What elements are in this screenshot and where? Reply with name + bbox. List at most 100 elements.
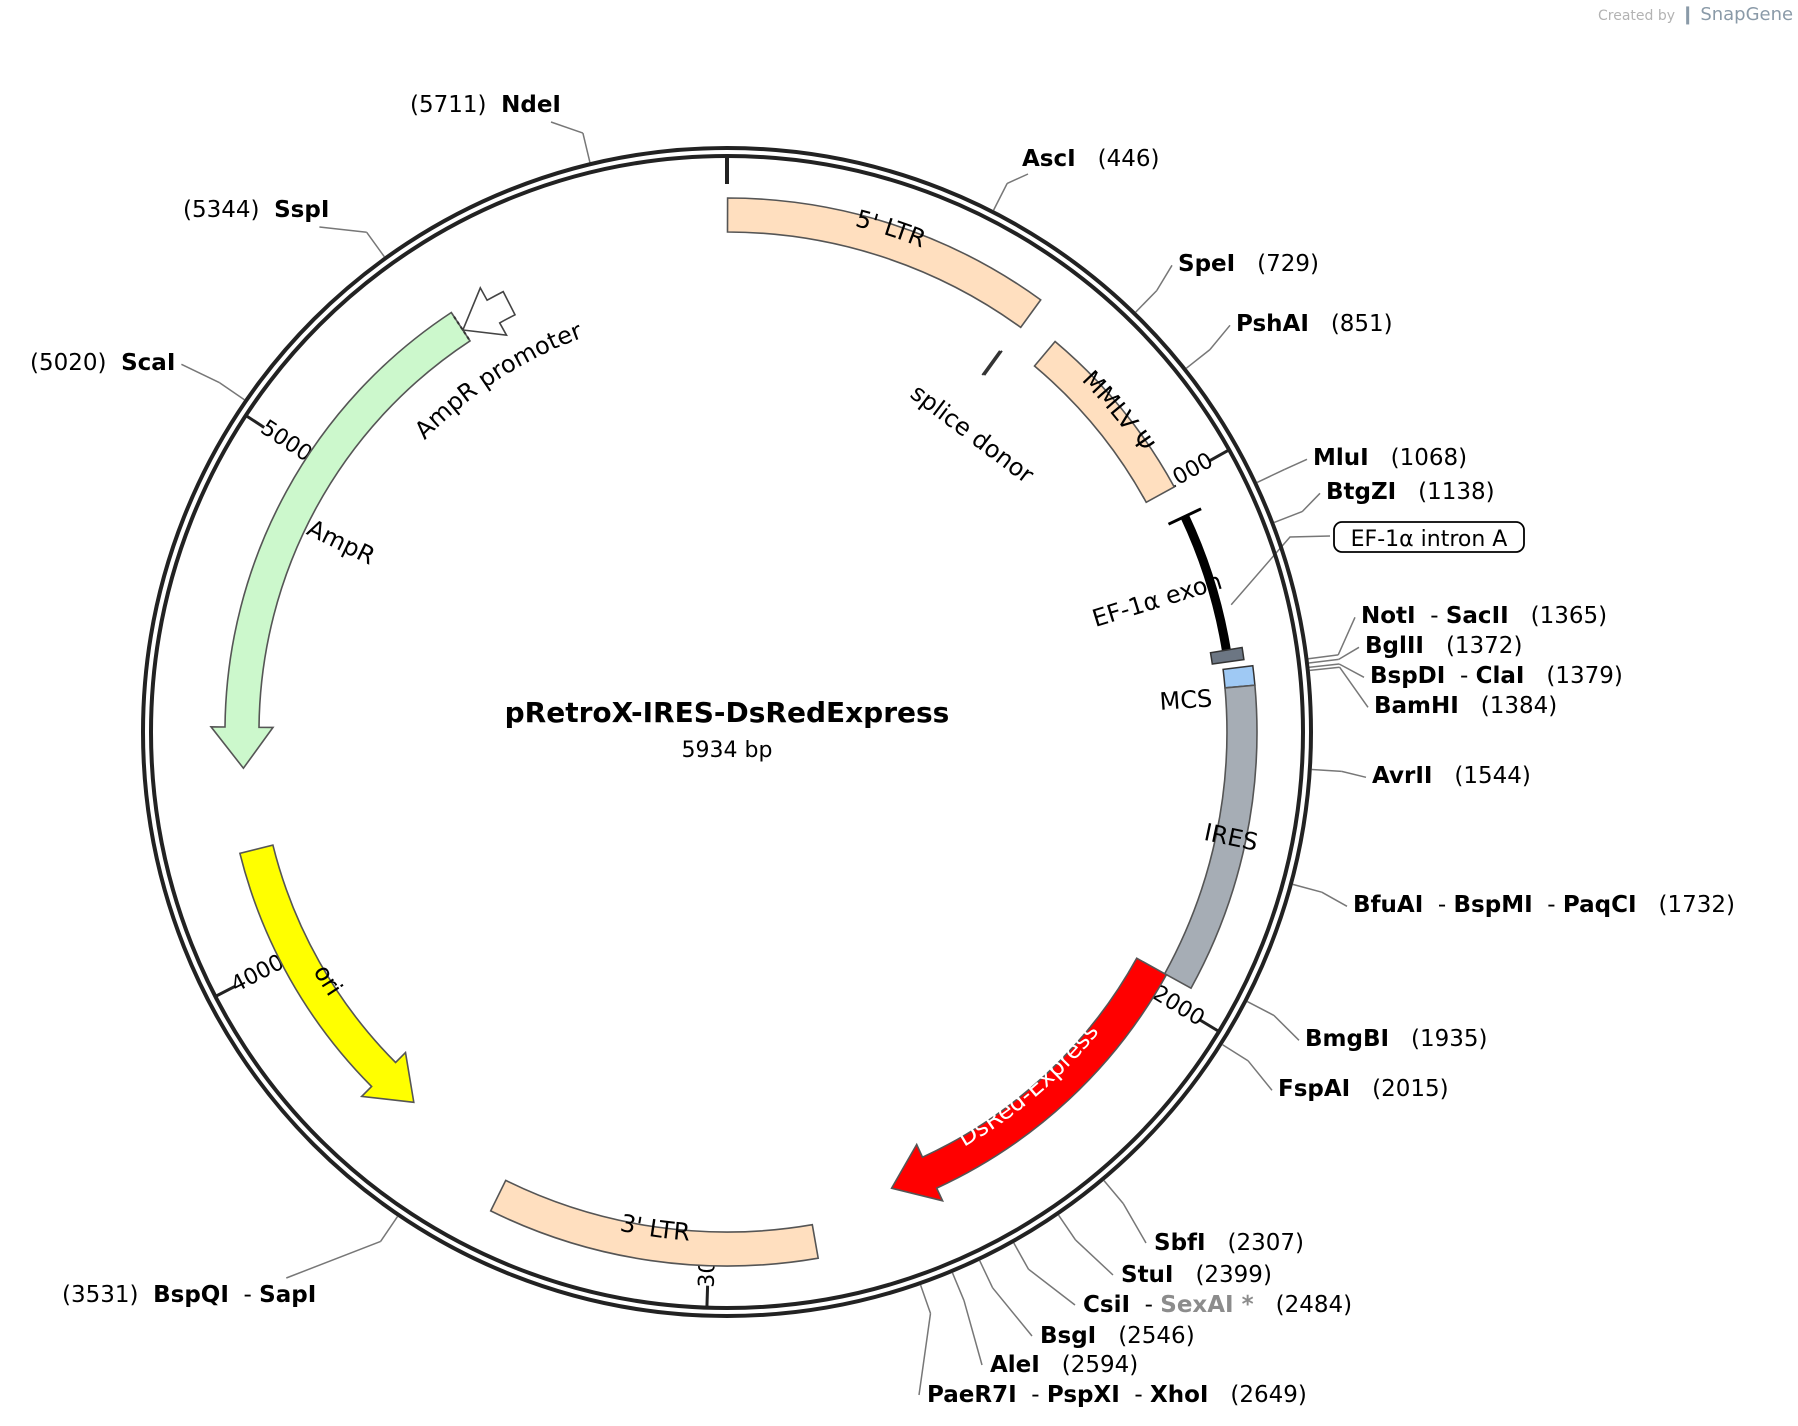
site-position: (1365) bbox=[1531, 603, 1607, 629]
site-leader-lines bbox=[181, 121, 1369, 1396]
feature-3-ltr[interactable] bbox=[489, 1179, 820, 1267]
intron-label: EF-1α intron A bbox=[1351, 527, 1508, 552]
site-leader-line bbox=[1283, 458, 1308, 471]
site-leader-line bbox=[1309, 666, 1340, 672]
site-label[interactable]: MluI (1068) bbox=[1313, 445, 1467, 471]
site-separator bbox=[1208, 1382, 1230, 1408]
enzyme-name: AleI bbox=[990, 1352, 1040, 1378]
site-label[interactable]: BamHI (1384) bbox=[1374, 693, 1557, 719]
site-separator: - bbox=[1445, 663, 1475, 689]
feature-mmlv[interactable] bbox=[1033, 340, 1176, 504]
enzyme-name: ClaI bbox=[1476, 663, 1525, 689]
enzyme-name: BspMI bbox=[1454, 892, 1533, 918]
site-label[interactable]: BsgI (2546) bbox=[1040, 1323, 1195, 1349]
enzyme-name: CsiI bbox=[1083, 1292, 1130, 1318]
site-label[interactable]: AleI (2594) bbox=[990, 1352, 1138, 1378]
enzyme-name: SexAI * bbox=[1160, 1292, 1253, 1318]
site-separator bbox=[1369, 445, 1391, 471]
site-label[interactable]: PshAI (851) bbox=[1236, 311, 1393, 337]
site-leader-line bbox=[1074, 1239, 1114, 1276]
site-position: (3531) bbox=[62, 1282, 138, 1308]
site-label[interactable]: BspDI - ClaI (1379) bbox=[1370, 663, 1623, 689]
site-label[interactable]: SbfI (2307) bbox=[1154, 1230, 1304, 1256]
feature-ampr-promoter[interactable] bbox=[461, 286, 517, 337]
feature-5-ltr[interactable] bbox=[726, 197, 1042, 329]
site-leader-line bbox=[1341, 770, 1367, 779]
watermark-created-by: Created by bbox=[1598, 8, 1676, 24]
site-separator bbox=[486, 92, 501, 118]
site-position: (2015) bbox=[1372, 1076, 1448, 1102]
site-leader-line bbox=[1013, 1242, 1030, 1270]
site-separator: - bbox=[1130, 1292, 1160, 1318]
intron-label-box bbox=[1333, 521, 1525, 553]
watermark-brand: SnapGene bbox=[1700, 4, 1794, 25]
site-label[interactable]: NotI - SacII (1365) bbox=[1361, 603, 1607, 629]
site-leader-line bbox=[1256, 468, 1285, 484]
site-separator bbox=[1459, 693, 1481, 719]
site-label[interactable]: AscI (446) bbox=[1022, 146, 1159, 172]
enzyme-name: SapI bbox=[259, 1282, 316, 1308]
site-position: (1379) bbox=[1546, 663, 1622, 689]
site-leader-line bbox=[1057, 1214, 1077, 1241]
site-label[interactable]: CsiI - SexAI * (2484) bbox=[1083, 1292, 1352, 1318]
site-label[interactable]: BfuAI - BspMI - PaqCI (1732) bbox=[1353, 892, 1735, 918]
site-leader-line bbox=[1309, 663, 1340, 669]
enzyme-name: SspI bbox=[274, 197, 329, 223]
site-separator bbox=[1432, 763, 1454, 789]
site-position: (2546) bbox=[1118, 1323, 1194, 1349]
site-position: (1068) bbox=[1391, 445, 1467, 471]
feature-dsred-express[interactable] bbox=[890, 957, 1168, 1202]
site-label[interactable]: (5711) NdeI bbox=[410, 92, 561, 118]
feature-cap bbox=[1209, 646, 1245, 665]
plasmid-length: 5934 bp bbox=[682, 738, 773, 763]
promoter-junction bbox=[451, 313, 470, 340]
site-label[interactable]: PaeR7I - PspXI - XhoI (2649) bbox=[927, 1382, 1307, 1408]
feature-mcs[interactable] bbox=[1222, 664, 1256, 689]
site-leader-line bbox=[1301, 492, 1321, 513]
site-label[interactable]: AvrII (1544) bbox=[1372, 763, 1531, 789]
site-separator bbox=[1389, 1026, 1411, 1052]
site-leader-line bbox=[1308, 658, 1339, 664]
site-leader-line bbox=[1209, 324, 1231, 351]
site-leader-line bbox=[992, 183, 1008, 211]
site-label[interactable]: BmgBI (1935) bbox=[1305, 1026, 1487, 1052]
enzyme-name: ScaI bbox=[121, 350, 175, 376]
site-leader-line bbox=[219, 382, 245, 401]
site-leader-line bbox=[919, 1284, 932, 1314]
site-label[interactable]: StuI (2399) bbox=[1121, 1262, 1272, 1288]
enzyme-name: SbfI bbox=[1154, 1230, 1206, 1256]
feature-ampr[interactable] bbox=[209, 311, 472, 770]
backbone-inner-ring bbox=[149, 154, 1305, 1310]
site-leader-line bbox=[1273, 510, 1303, 524]
site-position: (1544) bbox=[1454, 763, 1530, 789]
site-leader-line bbox=[319, 226, 367, 234]
site-label[interactable]: (3531) BspQI - SapI bbox=[62, 1282, 316, 1308]
tick-mark bbox=[1209, 448, 1230, 462]
site-leader-line bbox=[1337, 616, 1356, 656]
site-label[interactable]: (5344) SspI bbox=[183, 197, 329, 223]
site-separator: - bbox=[1120, 1382, 1150, 1408]
feature-ires[interactable] bbox=[1163, 684, 1258, 990]
site-label[interactable]: SpeI (729) bbox=[1178, 251, 1319, 277]
tick-mark bbox=[1199, 1018, 1220, 1033]
site-label[interactable]: BtgZI (1138) bbox=[1326, 479, 1495, 505]
site-separator: - bbox=[1533, 892, 1563, 918]
feature-label: IRES bbox=[1202, 818, 1261, 857]
tick-mark bbox=[214, 985, 236, 998]
site-separator: - bbox=[1017, 1382, 1047, 1408]
site-label[interactable]: BglII (1372) bbox=[1365, 633, 1522, 659]
site-position: (2649) bbox=[1230, 1382, 1306, 1408]
site-label[interactable]: (5020) ScaI bbox=[30, 350, 175, 376]
site-separator bbox=[1509, 603, 1531, 629]
site-leader-line bbox=[1308, 654, 1339, 660]
site-leader-line bbox=[1103, 1180, 1124, 1205]
site-label[interactable]: FspAI (2015) bbox=[1278, 1076, 1449, 1102]
feature-ef-1-exon[interactable] bbox=[1180, 514, 1232, 657]
feature-ori[interactable] bbox=[238, 844, 415, 1104]
site-separator bbox=[1096, 1323, 1118, 1349]
enzyme-name: AscI bbox=[1022, 146, 1076, 172]
site-leader-line bbox=[979, 1260, 994, 1289]
site-leader-line bbox=[1338, 666, 1369, 708]
feature-cap bbox=[1167, 507, 1202, 526]
